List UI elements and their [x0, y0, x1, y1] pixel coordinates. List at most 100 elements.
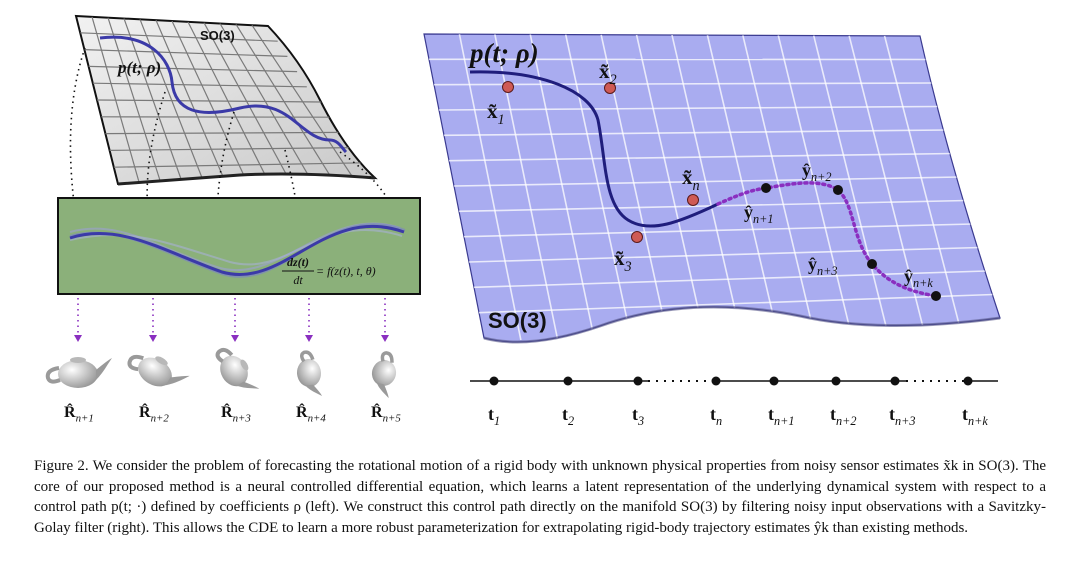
timeline-label-main: t — [830, 404, 836, 424]
cde-eq-denominator: dt — [293, 273, 303, 287]
rotation-label: R̂n+4 — [296, 403, 326, 425]
figure-caption: Figure 2. We consider the problem of for… — [34, 456, 1046, 538]
observation-point — [502, 81, 514, 93]
prediction-label-main: ŷ — [802, 160, 811, 180]
prediction-point — [833, 185, 843, 195]
observation-points — [502, 81, 699, 243]
rotation-label-sub: n+2 — [151, 412, 170, 424]
rotation-label-sub: n+4 — [308, 412, 327, 424]
timeline-label: t1 — [488, 404, 500, 428]
timeline-label: tn — [710, 404, 722, 428]
rotation-label-sub: n+3 — [233, 412, 252, 424]
timeline-label-sub: 3 — [637, 414, 644, 428]
prediction-points — [761, 183, 941, 301]
observation-label-main: x̃ — [599, 59, 610, 83]
left-control-path — [99, 35, 348, 154]
observation-point — [604, 82, 616, 94]
cde-panel — [57, 197, 421, 295]
right-manifold-label: SO(3) — [488, 308, 547, 333]
observation-point — [631, 231, 643, 243]
timeline-label-main: t — [488, 404, 494, 424]
observation-label-sub: n — [693, 178, 700, 194]
rotation-label-sub: n+1 — [76, 412, 94, 424]
decoder-arrowheads — [74, 335, 389, 342]
rotation-label-sub: n+5 — [383, 412, 402, 424]
prediction-point — [931, 291, 941, 301]
rotation-label-main: R̂ — [296, 403, 308, 422]
timeline-label-sub: 1 — [494, 414, 500, 428]
cde-eq-rhs: = f(z(t), t, θ) — [316, 264, 376, 278]
timeline — [470, 376, 998, 386]
timeline-label-main: t — [632, 404, 638, 424]
timeline-label-main: t — [710, 404, 716, 424]
rotation-label-main: R̂ — [64, 403, 76, 422]
rotation-label: R̂n+2 — [139, 403, 169, 425]
prediction-point — [761, 183, 771, 193]
timeline-label: t2 — [562, 404, 574, 428]
timeline-label: tn+k — [962, 404, 988, 428]
prediction-label-main: ŷ — [808, 254, 817, 274]
observation-label: x̃1 — [487, 99, 505, 128]
caption-text: Figure 2. We consider the problem of for… — [34, 458, 1046, 536]
rotation-label-main: R̂ — [371, 403, 383, 422]
rotation-label-main: R̂ — [139, 403, 151, 422]
timeline-label: tn+3 — [889, 404, 916, 428]
right-manifold — [423, 33, 1001, 344]
right-path-label: p(t; ρ) — [468, 38, 539, 68]
prediction-label-sub: n+2 — [811, 170, 832, 184]
observation-label-sub: 2 — [610, 72, 617, 88]
left-manifold — [74, 14, 378, 186]
timeline-label-sub: n — [716, 414, 722, 428]
timeline-label-main: t — [889, 404, 895, 424]
prediction-label-main: ŷ — [904, 266, 913, 286]
cde-eq-numerator: dz(t) — [287, 255, 309, 269]
timeline-label-sub: n+1 — [774, 414, 795, 428]
rotation-label-main: R̂ — [221, 403, 233, 422]
timeline-label-sub: n+3 — [895, 414, 916, 428]
observation-label-main: x̃ — [614, 246, 625, 270]
cde-equation: dz(t) dt = f(z(t), t, θ) — [282, 255, 376, 287]
prediction-label-sub: n+k — [913, 276, 933, 290]
rotation-label: R̂n+3 — [221, 403, 251, 425]
prediction-label-sub: n+1 — [753, 212, 774, 226]
timeline-label: tn+2 — [830, 404, 857, 428]
timeline-label-sub: 2 — [568, 414, 574, 428]
observation-label-main: x̃ — [682, 165, 693, 189]
observation-label: x̃3 — [614, 246, 632, 275]
teapot-icon — [45, 357, 112, 388]
observation-label-main: x̃ — [487, 99, 498, 123]
prediction-label: ŷn+k — [904, 266, 933, 290]
prediction-point — [867, 259, 877, 269]
teapot-icon — [127, 354, 190, 387]
prediction-label-sub: n+3 — [817, 264, 838, 278]
prediction-label: ŷn+1 — [744, 202, 774, 226]
observation-label: x̃2 — [599, 59, 617, 88]
observation-label-sub: 3 — [624, 259, 632, 275]
observation-point — [687, 194, 699, 206]
timeline-label-main: t — [962, 404, 968, 424]
left-path-label: p(t; ρ) — [116, 58, 161, 77]
timeline-label-sub: n+k — [968, 414, 988, 428]
prediction-label-main: ŷ — [744, 202, 753, 222]
right-control-path — [469, 70, 719, 228]
timeline-label-main: t — [562, 404, 568, 424]
prediction-label: ŷn+3 — [808, 254, 838, 278]
rotation-label: R̂n+1 — [64, 403, 94, 425]
cde-latent-path — [69, 224, 405, 276]
timeline-label-main: t — [768, 404, 774, 424]
timeline-label: t3 — [632, 404, 644, 428]
figure-2: SO(3) p(t; ρ) dz(t) dt = f(z(t), t, θ) — [45, 14, 1001, 428]
observation-label: x̃n — [682, 165, 700, 194]
observation-label-sub: 1 — [498, 112, 505, 128]
teapot-icon — [215, 347, 260, 389]
prediction-label: ŷn+2 — [802, 160, 832, 184]
left-manifold-label: SO(3) — [200, 28, 235, 43]
decoder-arrows — [77, 298, 386, 336]
rotation-label: R̂n+5 — [371, 403, 401, 425]
timeline-label-sub: n+2 — [836, 414, 857, 428]
teapot-icon — [296, 350, 323, 396]
timeline-label: tn+1 — [768, 404, 795, 428]
